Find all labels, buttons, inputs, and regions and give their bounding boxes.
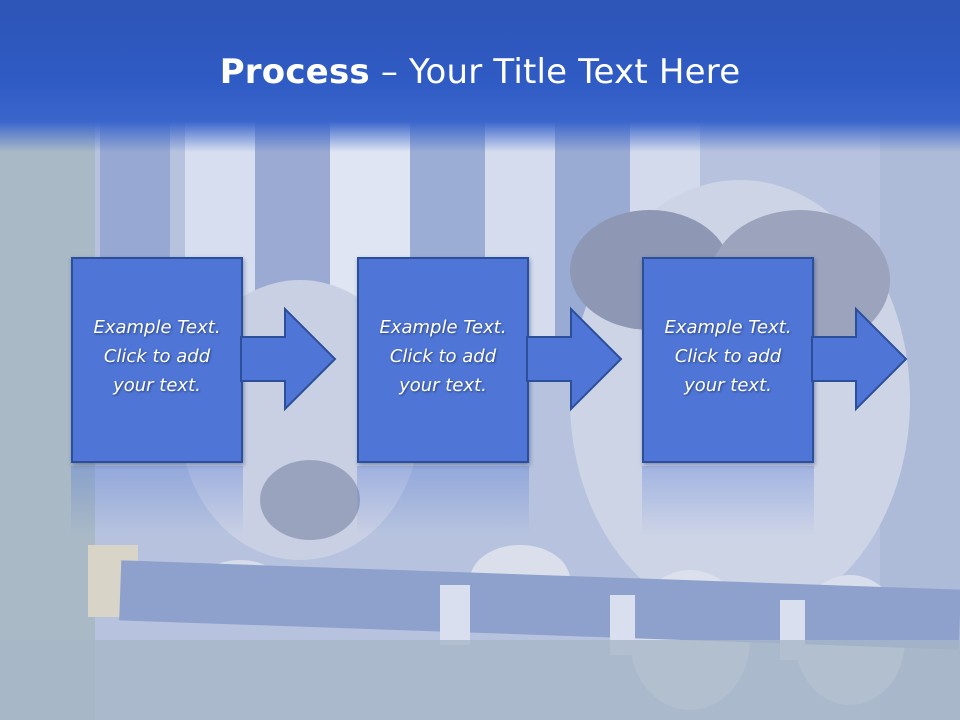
step-box[interactable] [642,257,814,463]
step-reflection [71,466,243,536]
step-text-line3: your text. [399,375,487,396]
step-reflection [357,466,529,536]
step-text[interactable]: Example Text. Click to add your text. [71,313,243,400]
step-text-line1: Example Text. [379,317,507,338]
arrow-right-icon [526,306,623,412]
step-text-line1: Example Text. [93,317,221,338]
step-text-line3: your text. [113,375,201,396]
step-text-line3: your text. [684,375,772,396]
slide-title[interactable]: Process – Your Title Text Here [0,52,960,92]
arrow-right-icon [811,306,908,412]
step-text-line2: Click to add [103,346,211,367]
step-text[interactable]: Example Text. Click to add your text. [642,313,814,400]
title-rest: – Your Title Text Here [369,52,741,92]
title-band [0,0,960,152]
step-box[interactable] [357,257,529,463]
step-text-line2: Click to add [674,346,782,367]
title-bold-part: Process [219,52,370,92]
step-text[interactable]: Example Text. Click to add your text. [357,313,529,400]
step-text-line2: Click to add [389,346,497,367]
arrow-right-icon [240,306,337,412]
step-reflection [642,466,814,536]
step-text-line1: Example Text. [664,317,792,338]
